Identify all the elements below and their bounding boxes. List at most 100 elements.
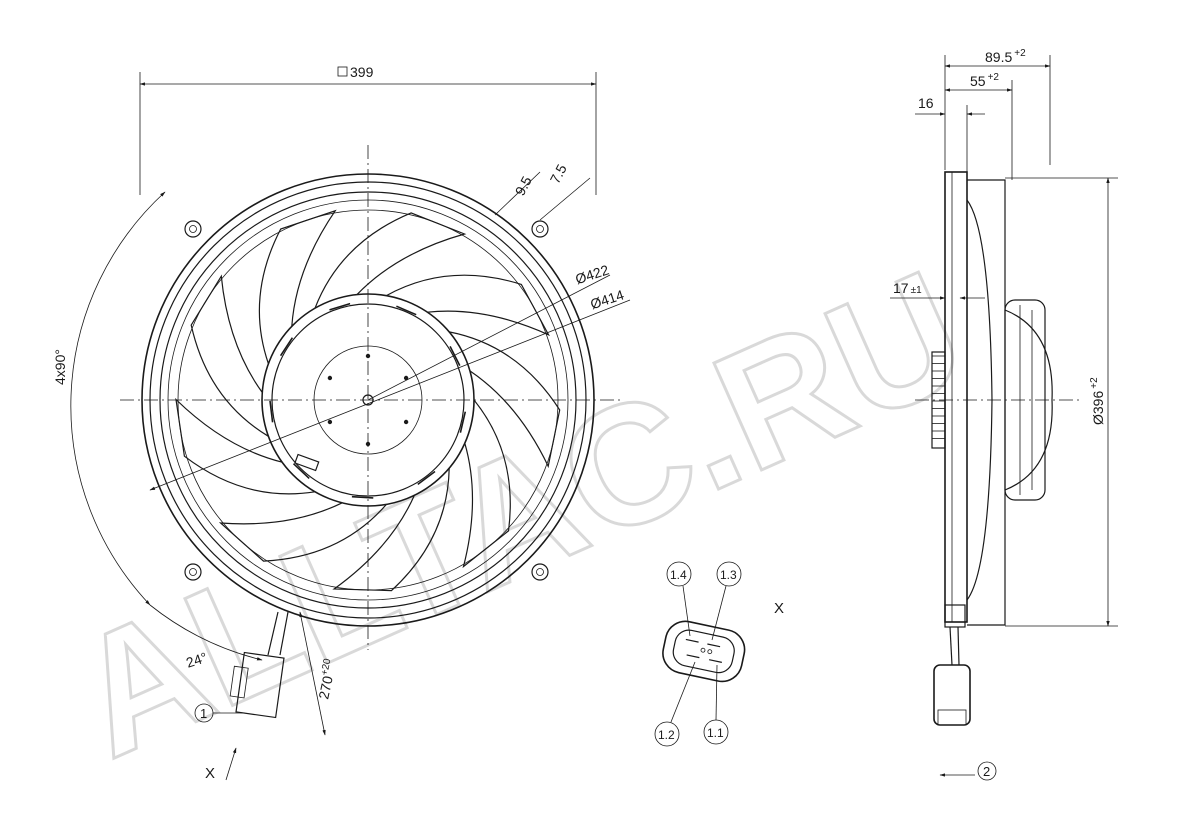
- hub-slot: [269, 400, 274, 423]
- leader-line: [711, 585, 727, 641]
- mount-hole: [189, 568, 197, 576]
- callout-bubble: [666, 561, 692, 587]
- side-connector-cap: [937, 709, 967, 726]
- hub-label-plate: [294, 453, 320, 472]
- leader-line: [149, 299, 631, 491]
- pin-1-3-label: 1.3: [720, 568, 737, 582]
- mount-lug: [531, 220, 549, 238]
- side-cable-gland: [944, 604, 966, 628]
- watermark-text: ALLTAC.RU: [48, 235, 991, 794]
- callout-connector: 1 X: [194, 703, 245, 782]
- hub-hole: [327, 375, 333, 381]
- cable-wire: [267, 611, 279, 656]
- dim-rim-2-label: 7.5: [547, 161, 570, 186]
- angle-arc: [70, 191, 166, 606]
- dim-cable-angle: 24°: [149, 604, 263, 671]
- dim-flange-thickness-label: 16: [918, 95, 934, 111]
- mount-hole: [189, 225, 197, 233]
- hub-hole: [403, 375, 409, 381]
- dim-fan-diameter-label: Ø396+2: [1089, 377, 1106, 425]
- fan-blade: [462, 399, 511, 569]
- mount-lug: [184, 563, 202, 581]
- fan-blade: [314, 212, 467, 309]
- callout-bubble: [977, 761, 997, 781]
- side-view: 89.5+2 55+2 16 17±1 Ø396+2: [890, 48, 1118, 781]
- key-dot: [700, 647, 706, 653]
- fan-blade: [258, 209, 337, 364]
- connector-housing: [662, 620, 746, 683]
- side-cable: [957, 626, 960, 666]
- hub-slot: [329, 302, 351, 311]
- dim-rim-1-label: 9.5: [512, 173, 535, 198]
- dim-depth-total-label: 89.5+2: [985, 48, 1026, 65]
- dim-fan-diameter: Ø396+2: [1005, 177, 1118, 627]
- dimension-line: [494, 171, 541, 216]
- shroud-outer-ring: [141, 173, 595, 627]
- fan-blades: [175, 209, 561, 592]
- leader-line: [670, 661, 696, 723]
- pin-1-4: [685, 638, 699, 643]
- mounting-lugs: [184, 220, 549, 581]
- dim-flange-thickness: 16: [915, 95, 985, 172]
- key-dot: [707, 649, 713, 655]
- pin-1-2: [686, 654, 700, 659]
- mount-hole: [536, 225, 544, 233]
- cable-wire: [279, 611, 289, 656]
- shroud-ring-4: [167, 199, 569, 601]
- dim-mount-angle: 4x90°: [52, 191, 166, 606]
- hub-slot: [396, 305, 417, 316]
- connector-detail: X 1.4 1.3 1.2 1.1: [654, 561, 784, 747]
- dim-depth-motor: 55+2: [944, 72, 1013, 180]
- dim-cable-angle-label: 24°: [184, 649, 209, 671]
- pin-1-4-label: 1.4: [670, 568, 687, 582]
- square-symbol-icon: [337, 66, 348, 77]
- side-shroud-curve: [966, 199, 993, 601]
- leader-line: [367, 274, 611, 401]
- hub-holes: [327, 353, 409, 447]
- callout-view-label: 2: [983, 764, 990, 779]
- hub-outer: [261, 293, 475, 507]
- hub-slot: [279, 337, 294, 357]
- angle-arc: [149, 604, 263, 661]
- dimension-line: [539, 177, 591, 221]
- dim-mount-angle-label: 4x90°: [52, 349, 68, 385]
- watermark: ALLTAC.RU: [46, 233, 992, 795]
- pin-1-2-label: 1.2: [658, 728, 675, 742]
- hub-hole: [403, 419, 409, 425]
- callout-connector-label: 1: [200, 706, 207, 721]
- hub-hole: [365, 353, 371, 359]
- hub-slot: [351, 495, 374, 499]
- hub-hole: [365, 441, 371, 447]
- hub-slot: [449, 346, 461, 366]
- detail-view-x-label: X: [774, 600, 784, 617]
- cable-exit: [229, 611, 289, 719]
- dim-cable-length-label: 270+20: [314, 657, 339, 700]
- connector-face: [672, 629, 735, 674]
- pin-1-1-label: 1.1: [707, 726, 724, 740]
- mount-lug: [184, 220, 202, 238]
- fan-blade: [190, 274, 269, 437]
- side-cable: [949, 626, 953, 666]
- callout-bubble: [716, 561, 742, 587]
- dimension-line: [299, 611, 326, 736]
- hub-slot: [417, 470, 436, 486]
- mount-hole: [536, 568, 544, 576]
- side-hub-boss: [931, 351, 946, 449]
- callout-bubble: [654, 721, 680, 747]
- side-connector-body: [933, 664, 971, 726]
- leader-line: [682, 585, 691, 637]
- fan-blade: [386, 274, 550, 337]
- fan-blade: [218, 502, 387, 562]
- hub-slot: [459, 411, 467, 433]
- callout-view-direction: 2: [939, 761, 997, 781]
- hub-center: [362, 394, 374, 406]
- dim-depth-motor-label: 55+2: [970, 72, 999, 89]
- hub-bolt-circle: [313, 345, 423, 455]
- view-x-label: X: [205, 765, 215, 782]
- pin-callouts: 1.4 1.3 1.2 1.1: [654, 561, 742, 747]
- dim-mount-offset-label: 17±1: [893, 280, 922, 296]
- dim-ring-outer-label: Ø422: [573, 261, 611, 287]
- hub-ring: [271, 303, 465, 497]
- dim-mount-offset: 17±1: [890, 280, 985, 300]
